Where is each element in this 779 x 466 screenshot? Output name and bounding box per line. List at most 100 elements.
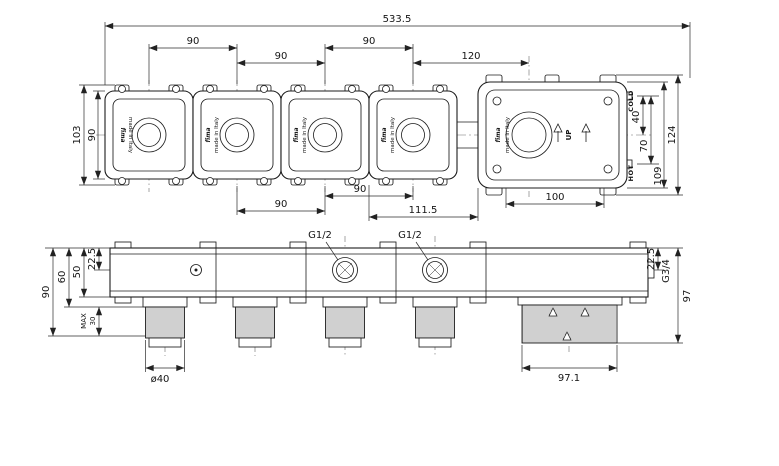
outlet-stub-4	[412, 296, 458, 348]
dim-pitch-3: 90	[325, 36, 414, 84]
g34-label: G3/4	[661, 259, 672, 283]
svg-text:100: 100	[545, 192, 564, 203]
screw-hole	[206, 177, 214, 185]
svg-text:111.5: 111.5	[409, 205, 438, 216]
svg-text:90: 90	[87, 129, 98, 142]
screw-hole	[260, 177, 268, 185]
side-view: G1/2 G1/2 22.5 50 60 90 MAX 30	[41, 230, 693, 385]
thermostatic-unit: UP fima made in Italy	[477, 74, 633, 196]
brand-mark: fima	[381, 127, 388, 142]
valve-bore	[307, 117, 343, 153]
screw-hole	[492, 164, 502, 174]
dim-bottom-pitch-1: 90	[236, 186, 326, 215]
screw-hole	[382, 85, 390, 93]
up-arrow-icon	[553, 123, 563, 142]
origin-mark: made in Italy	[302, 116, 308, 153]
svg-text:533.5: 533.5	[383, 14, 412, 25]
flow-arrow-icon	[562, 331, 572, 341]
valve-cartridge-1: fima made in Italy	[104, 84, 194, 186]
label-g12-2: G1/2	[398, 230, 429, 261]
svg-text:40: 40	[631, 111, 642, 124]
thermostat-bore	[505, 111, 553, 159]
screw-hole	[294, 85, 302, 93]
svg-text:90: 90	[187, 36, 200, 47]
screw-hole	[118, 85, 126, 93]
origin-mark: made in Italy	[214, 116, 220, 153]
svg-text:G1/2: G1/2	[398, 230, 422, 241]
svg-text:90: 90	[354, 184, 367, 195]
svg-text:97.1: 97.1	[558, 373, 580, 384]
svg-text:70: 70	[639, 140, 650, 153]
svg-text:103: 103	[72, 125, 83, 144]
brand-mark: fima	[293, 127, 300, 142]
outlet-stub-2	[232, 296, 278, 348]
svg-text:109: 109	[653, 166, 664, 185]
label-g12-1: G1/2	[308, 230, 339, 261]
dim-height-outer: 103	[72, 84, 115, 186]
brand-mark: fima	[205, 127, 212, 142]
svg-text:G1/2: G1/2	[308, 230, 332, 241]
svg-text:90: 90	[275, 199, 288, 210]
valve-cartridge-4: fima made in Italy	[368, 84, 458, 186]
inlet-port-g12-2	[422, 257, 448, 283]
mixer-outlet-block	[517, 296, 623, 344]
screw-hole	[206, 85, 214, 93]
dim-pitch-1: 90	[148, 36, 238, 84]
svg-text:60: 60	[57, 271, 68, 284]
screw-hole	[603, 96, 613, 106]
svg-text:ø40: ø40	[151, 374, 170, 385]
inlet-port-g12-1	[332, 257, 358, 283]
svg-text:124: 124	[667, 125, 678, 144]
screw-hole	[172, 85, 180, 93]
dim-body-height: 109	[627, 81, 668, 189]
origin-mark: made in Italy	[505, 116, 511, 153]
dim-stub-diameter: ø40	[145, 340, 185, 385]
max-label: MAX	[80, 313, 88, 329]
svg-text:22.5: 22.5	[87, 248, 98, 270]
svg-text:90: 90	[275, 51, 288, 62]
screw-hole	[603, 164, 613, 174]
dim-outlet-width: 97.1	[521, 345, 618, 384]
flow-arrow-icon	[548, 307, 558, 317]
brand-mark: fima	[495, 127, 502, 142]
dim-depths-left: 22.5 50 60 90 MAX 30	[41, 247, 146, 337]
screw-hole	[294, 177, 302, 185]
hot-label: HOT	[627, 164, 635, 181]
brand-mark: fima	[119, 127, 126, 142]
svg-text:120: 120	[461, 51, 480, 62]
screw-hole	[436, 85, 444, 93]
dim-height-body: 90	[87, 90, 105, 180]
valve-bore	[219, 117, 255, 153]
dim-mixer-width: 100	[505, 188, 605, 208]
screw-hole	[436, 177, 444, 185]
valve-bore	[395, 117, 431, 153]
svg-text:97: 97	[682, 290, 693, 303]
svg-text:90: 90	[41, 286, 52, 299]
dim-depths-right: 22.5 G3/4 97	[617, 247, 693, 344]
screw-hole	[492, 96, 502, 106]
screw-hole	[172, 177, 180, 185]
origin-mark: made in Italy	[127, 117, 133, 154]
screw-hole	[260, 85, 268, 93]
body-profile	[109, 247, 655, 298]
dim-pitch-2: 90	[237, 44, 326, 84]
flow-arrow-icon	[580, 307, 590, 317]
screw-hole	[118, 177, 126, 185]
top-view: fima made in Italy fima made in Italy	[72, 14, 691, 221]
screw-hole	[382, 177, 390, 185]
screw-hole	[348, 85, 356, 93]
svg-text:90: 90	[363, 36, 376, 47]
up-arrow-icon	[581, 123, 591, 142]
up-label: UP	[565, 130, 573, 141]
origin-mark: made in Italy	[390, 116, 396, 153]
valve-cartridge-3: fima made in Italy	[280, 84, 370, 186]
dim-pitch-4: 120	[413, 51, 529, 67]
screw-hole	[348, 177, 356, 185]
body-connector	[457, 121, 478, 149]
dim-cold-offset: 40	[631, 95, 659, 135]
dim-port-span: 70	[637, 96, 659, 165]
valve-bore	[131, 117, 167, 153]
dim-overall-height: 124	[616, 74, 683, 196]
